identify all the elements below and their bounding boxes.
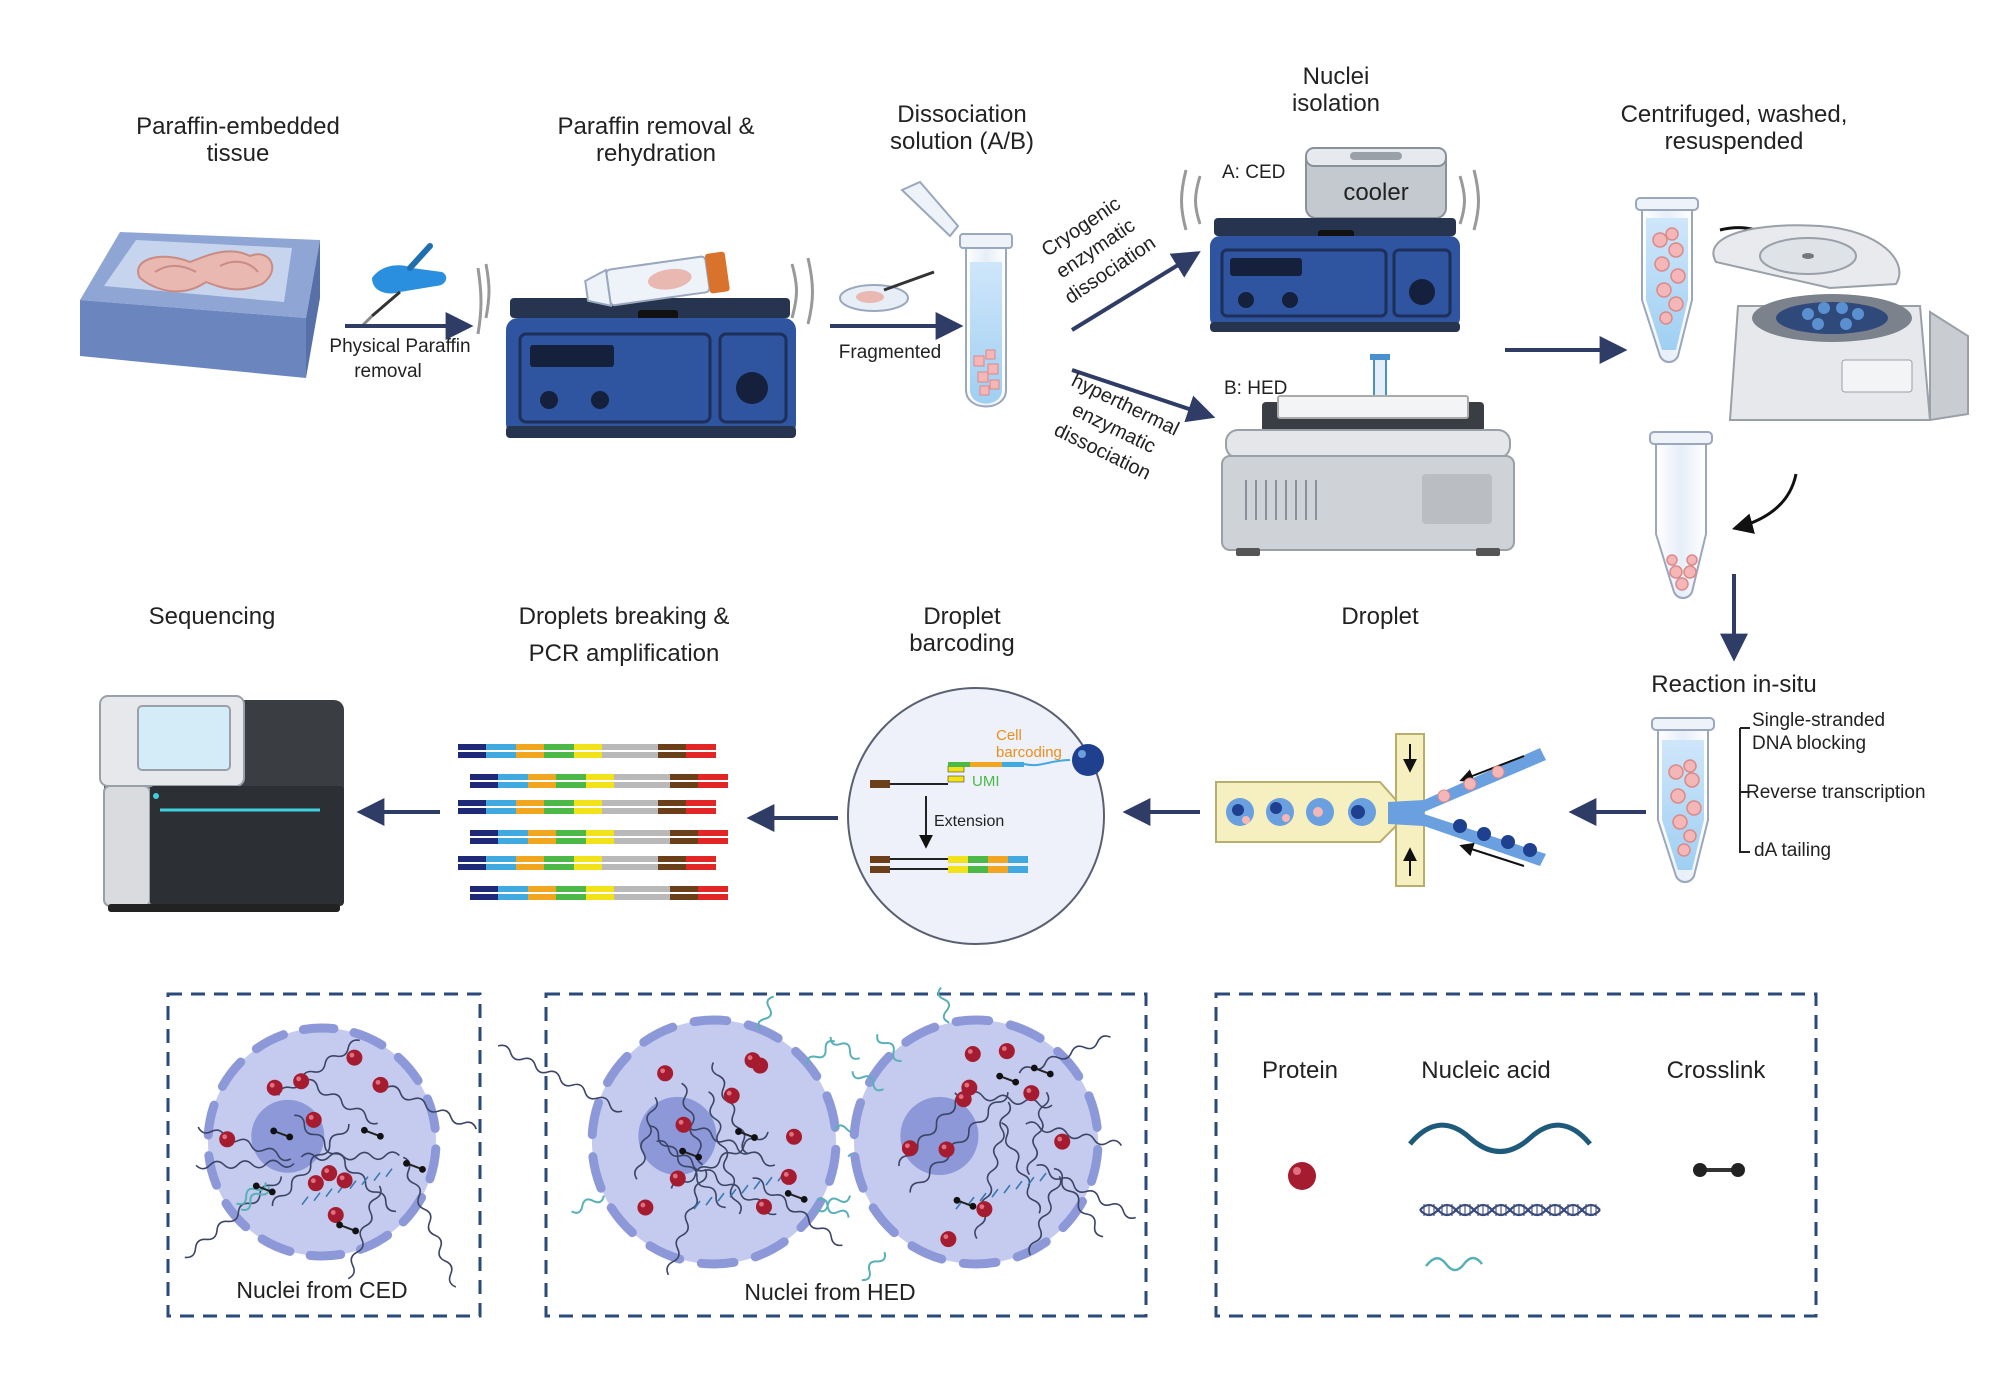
centrifuged-title-line1: Centrifuged, washed, [1621,101,1848,128]
crosslink-icon [1693,1163,1745,1177]
umi-label: UMI [972,773,1000,790]
pcr-title-line1: Droplets breaking & [519,603,730,630]
reaction-bracket [1739,728,1750,853]
barcoding-step: Droplet barcoding Cell barcoding UMI Ext… [847,603,1105,945]
rehydration-title-line1: Paraffin removal & [558,113,755,140]
arrow-to-ced [1070,251,1201,332]
hed-panel-border [544,992,1148,1318]
legend-nucleic-acid-label: Nucleic acid [1421,1057,1550,1084]
arrow-out-of-centrifuge [1731,473,1798,534]
physical-removal-label-line2: removal [354,361,422,382]
nuclei-isolation-title-line1: Nuclei [1303,63,1370,90]
barcoding-title-line1: Droplet [923,603,1001,630]
reaction-ss-label-line1: Single-stranded [1752,710,1885,731]
physical-removal-step: Physical Paraffin removal [329,243,474,382]
microtube-icon [900,180,1013,408]
nuclei-isolation-title-line2: isolation [1292,90,1380,117]
microfluidic-chip-icon [1215,733,1546,887]
fragmented-step: Fragmented [830,270,964,363]
sequencer-icon [99,695,344,912]
hand-scalpel-icon [360,243,447,328]
droplets [1226,798,1376,826]
droplet-title: Droplet [1341,603,1419,630]
centrifuge-icon [1712,224,1969,422]
paraffin-tissue-step: Paraffin-embedded tissue [80,113,340,378]
reaction-ss-label-line2: DNA blocking [1752,733,1866,754]
ced-shaker-icon [1180,169,1480,332]
petri-dish-icon [839,270,935,312]
amplified-reads [458,744,728,900]
hed-nucleus-illustration-2 [816,986,1136,1282]
arrow-to-hed [1071,368,1216,423]
cell-barcoding-label-line2: barcoding [996,744,1062,761]
barcoding-title-line2: barcoding [909,630,1014,657]
ced-label: A: CED [1222,162,1285,183]
sequencing-step: Sequencing [99,603,344,912]
centrifuged-title-line2: resuspended [1665,128,1804,155]
legend-protein-label: Protein [1262,1057,1338,1084]
falcon-tube-icon [584,251,730,307]
cell-barcoding-label-line1: Cell [996,727,1022,744]
paraffin-tissue-title-line1: Paraffin-embedded [136,113,340,140]
barcode-oligo-top: Cell barcoding UMI [870,727,1104,790]
cooler-text: cooler [1343,179,1408,206]
reaction-da-label: dA tailing [1754,840,1831,861]
reaction-rt-label: Reverse transcription [1746,782,1926,803]
branch-arrows: Cryogenic enzymatic dissociation hyperth… [1038,193,1216,485]
legend-border [1214,992,1818,1318]
microtube-icon [1651,717,1715,883]
barcode-oligo-extended [870,856,1028,873]
ced-caption: Nuclei from CED [236,1277,407,1303]
reaction-title: Reaction in-situ [1651,671,1816,698]
legend-panel: Protein Nucleic acid Crosslink [1214,992,1818,1318]
pellet-tube-icon [1649,431,1713,599]
legend-crosslink-label: Crosslink [1667,1057,1767,1084]
rehydration-title-line2: rehydration [596,140,716,167]
pcr-title-line2: PCR amplification [529,640,720,667]
ced-nucleus-illustration [184,1023,477,1288]
rna-strand-icon [1408,1122,1592,1154]
droplet-circle [847,687,1105,945]
hed-nucleus-illustration-1 [497,995,885,1276]
dissociation-step: Dissociation solution (A/B) [890,101,1034,408]
dissociation-title-line1: Dissociation [897,101,1026,128]
dissociation-title-line2: solution (A/B) [890,128,1034,155]
shaker-icon [476,257,814,438]
nuclei-isolation-step: Nuclei isolation A: CED cooler B: HED [1180,63,1515,556]
microtube-icon [1635,197,1699,363]
hed-caption: Nuclei from HED [744,1279,915,1305]
paraffin-block-icon [80,232,320,378]
rehydration-step: Paraffin removal & rehydration [476,113,814,438]
extension-label: Extension [934,813,1004,830]
protein-icon [1288,1162,1316,1190]
reaction-step: Reaction in-situ Single-stranded DNA blo… [1651,671,1926,883]
droplet-step: Droplet [1215,603,1546,887]
physical-removal-label-line1: Physical Paraffin [329,336,470,357]
heat-block-icon [1221,354,1515,556]
hed-nuclei-panel: Nuclei from HED [497,986,1148,1318]
ced-nuclei-panel: Nuclei from CED [166,992,482,1318]
paraffin-tissue-title-line2: tissue [207,140,270,167]
pcr-step: Droplets breaking & PCR amplification [458,603,729,900]
hed-label: B: HED [1224,378,1287,399]
ced-panel-border [166,992,482,1318]
dna-helix-icon [1419,1203,1601,1217]
short-fragment-icon [1425,1256,1483,1272]
cooler-icon: cooler [1305,147,1447,219]
fragmented-label: Fragmented [839,342,941,363]
sequencing-title: Sequencing [149,603,276,630]
centrifuge-step: Centrifuged, washed, resuspended [1621,101,1969,599]
